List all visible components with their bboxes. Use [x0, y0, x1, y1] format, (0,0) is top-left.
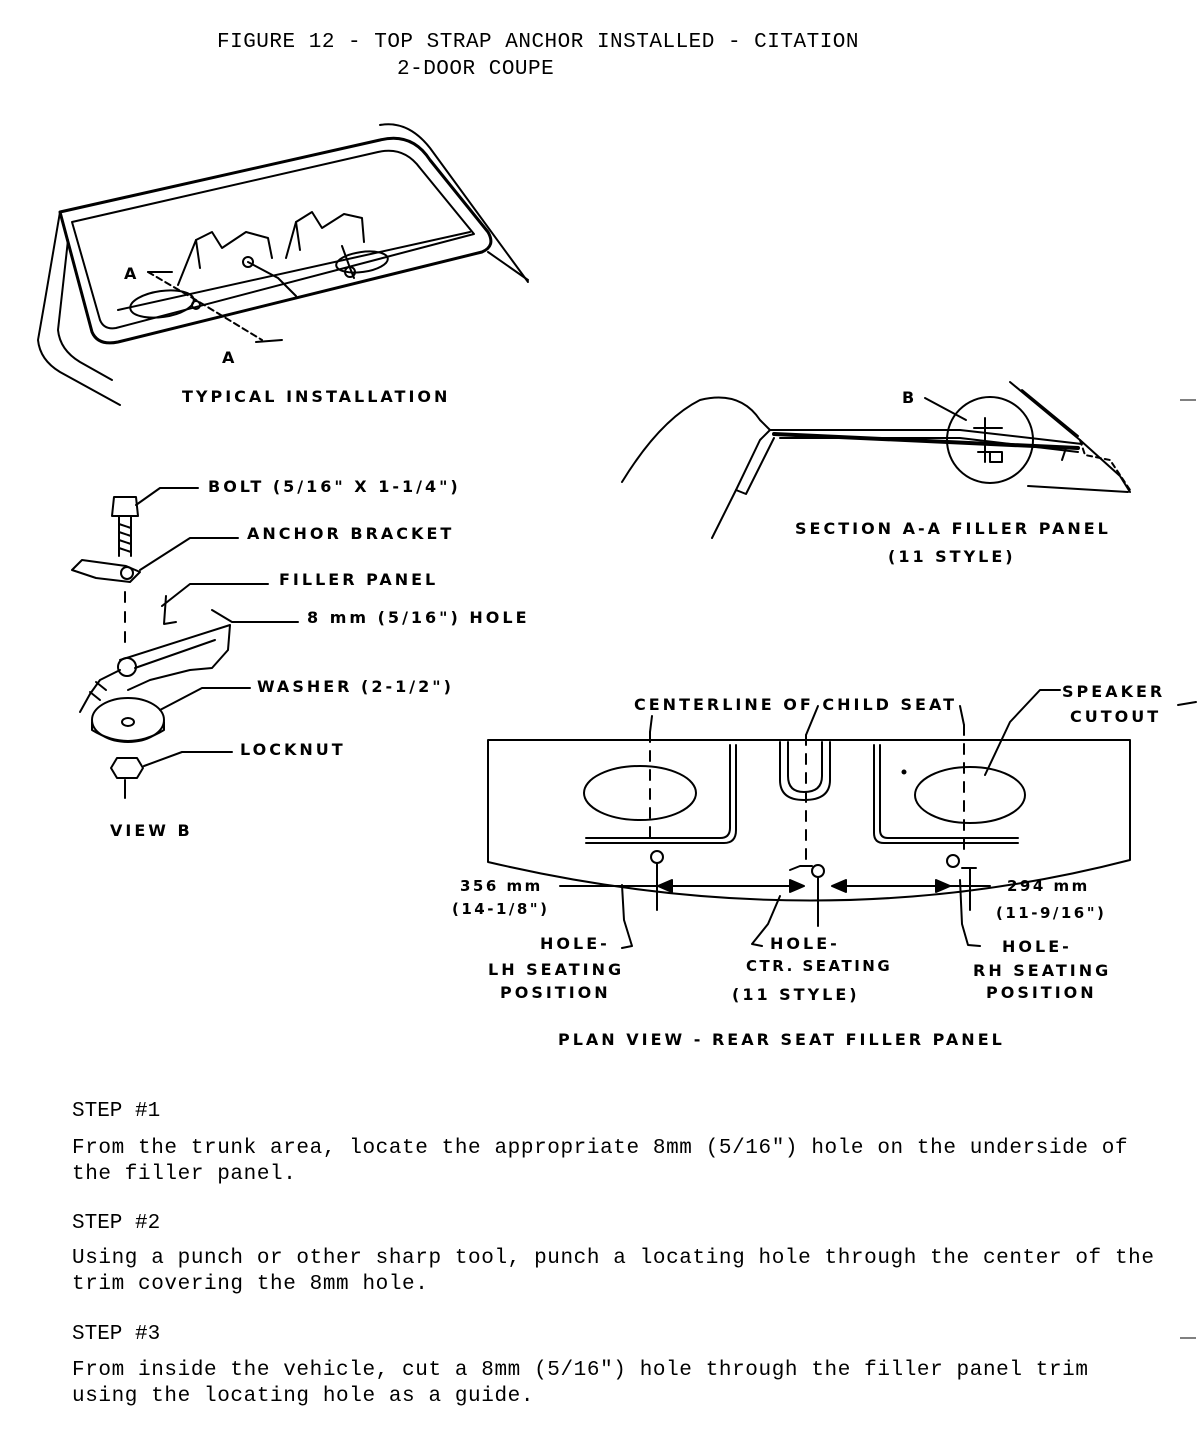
- figure-subtitle: 2-DOOR COUPE: [397, 58, 555, 81]
- step-3-heading: STEP #3: [72, 1323, 161, 1346]
- typical-installation-drawing: [37, 123, 529, 406]
- rh-hole-label-3: POSITION: [986, 983, 1097, 1002]
- step-2-heading: STEP #2: [72, 1212, 161, 1235]
- lh-hole-label-3: POSITION: [500, 983, 611, 1002]
- rh-hole-label-2: RH SEATING: [973, 961, 1111, 980]
- step-2-text: Using a punch or other sharp tool, punch…: [72, 1247, 1155, 1296]
- dim-left-in: (14-1/8"): [452, 900, 549, 918]
- plan-view-caption: PLAN VIEW - REAR SEAT FILLER PANEL: [558, 1030, 1005, 1049]
- dim-left-mm: 356 mm: [460, 877, 543, 895]
- section-aa-caption: SECTION A-A FILLER PANEL: [795, 519, 1111, 538]
- dim-right-in: (11-9/16"): [996, 904, 1106, 922]
- view-mark-b: B: [902, 388, 917, 407]
- callout-anchor-bracket: ANCHOR BRACKET: [247, 524, 454, 543]
- ctr-hole-label-2: CTR. SEATING: [746, 957, 892, 975]
- callout-bolt: BOLT (5/16" X 1-1/4"): [208, 477, 461, 496]
- typical-installation-caption: TYPICAL INSTALLATION: [182, 387, 450, 406]
- ctr-hole-label-1: HOLE-: [770, 934, 840, 953]
- step-3-text: From inside the vehicle, cut a 8mm (5/16…: [72, 1359, 1089, 1408]
- lh-hole-label-1: HOLE-: [540, 934, 610, 953]
- figure-title: FIGURE 12 - TOP STRAP ANCHOR INSTALLED -…: [217, 31, 860, 54]
- step-1-text: From the trunk area, locate the appropri…: [72, 1137, 1129, 1186]
- plan-view-drawing: [487, 689, 1197, 949]
- centerline-label: CENTERLINE OF CHILD SEAT: [634, 695, 957, 714]
- callout-washer: WASHER (2-1/2"): [257, 677, 454, 696]
- view-b-drawing: [71, 487, 299, 799]
- view-b-caption: VIEW B: [110, 821, 193, 840]
- step-1-heading: STEP #1: [72, 1100, 161, 1123]
- speaker-label-2: CUTOUT: [1070, 707, 1161, 726]
- ctr-hole-label-3: (11 STYLE): [732, 985, 860, 1004]
- section-mark-a-top: A: [124, 264, 139, 283]
- rh-hole-label-1: HOLE-: [1002, 937, 1072, 956]
- lh-hole-label-2: LH SEATING: [488, 960, 624, 979]
- speaker-label-1: SPEAKER: [1062, 682, 1165, 701]
- section-aa-style: (11 STYLE): [888, 547, 1016, 566]
- callout-hole: 8 mm (5/16") HOLE: [307, 608, 530, 627]
- callout-filler-panel: FILLER PANEL: [279, 570, 438, 589]
- callout-locknut: LOCKNUT: [240, 740, 346, 759]
- section-aa-drawing: [621, 381, 1131, 539]
- section-mark-a-bottom: A: [222, 348, 237, 367]
- dim-right-mm: 294 mm: [1007, 877, 1090, 895]
